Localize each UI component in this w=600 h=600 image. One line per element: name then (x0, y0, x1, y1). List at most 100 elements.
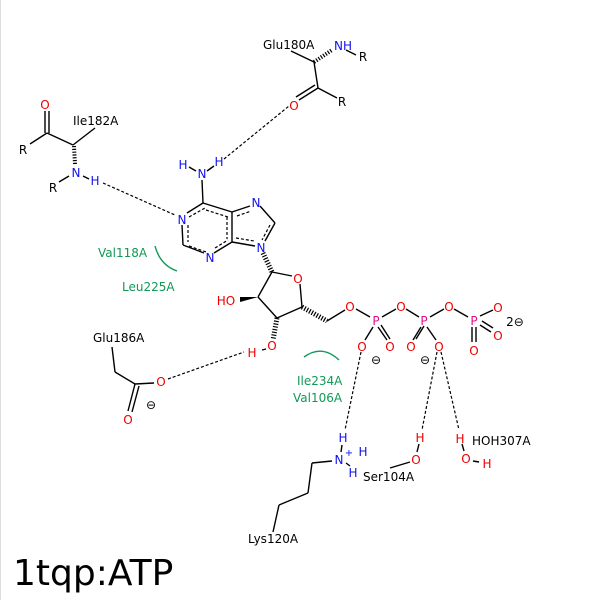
bond (205, 209, 229, 218)
atom-r: R (49, 181, 57, 195)
bond (479, 324, 492, 333)
atom-h: H (482, 457, 491, 471)
atom-r: R (338, 95, 346, 109)
bond (58, 175, 70, 183)
bond (235, 237, 255, 242)
hydrophobic-label-ile234: Ile234A (297, 374, 343, 388)
hbond-lys120-pa (344, 351, 362, 431)
atom-nz: N (335, 453, 344, 467)
bond (326, 309, 346, 322)
bond (188, 207, 206, 218)
hbond-n6-glu180 (223, 105, 290, 160)
atom-o: O (434, 340, 443, 354)
residue-label-ser104: Ser104A (363, 470, 415, 484)
atom-o: O (357, 340, 366, 354)
atom-n3: N (206, 251, 215, 265)
bond (461, 443, 465, 452)
bond (127, 383, 136, 412)
atom-nh: NH (334, 39, 352, 53)
bond (389, 461, 411, 469)
bond (202, 202, 233, 213)
bond (182, 244, 205, 254)
bond (214, 239, 229, 249)
atom-pg: P (470, 314, 477, 328)
hbond-glu186-o3 (167, 351, 245, 380)
atom-n7: N (252, 196, 261, 210)
atom-h: H (338, 431, 347, 445)
atom-o: O (123, 413, 132, 427)
atom-n: N (72, 166, 81, 180)
bond (111, 346, 116, 373)
bond (82, 175, 90, 180)
bond (472, 460, 480, 463)
atom-r: R (359, 50, 367, 64)
bond (201, 179, 204, 204)
bond (290, 50, 315, 63)
bond (298, 87, 319, 101)
bond (481, 320, 494, 329)
bond (236, 210, 252, 217)
hydrophobic-label-val106: Val106A (293, 391, 343, 405)
bond (188, 166, 197, 172)
atom-pa: P (372, 314, 379, 328)
hbond-hoh307-pb (440, 351, 460, 431)
bond (415, 325, 425, 340)
bond (181, 224, 184, 246)
bond (377, 326, 388, 341)
bond (72, 127, 96, 146)
hydrophobic-contact-arc-2 (303, 350, 340, 361)
atom-o3: O (267, 339, 276, 353)
atom-n9: N (257, 241, 266, 255)
hydrophobic-label-leu225: Leu225A (122, 280, 175, 294)
charge-2minus: 2⊖ (506, 315, 524, 329)
residue-label-glu186: Glu186A (93, 331, 145, 345)
residue-label-glu180: Glu180A (263, 38, 315, 52)
hydrogen-bonds (102, 105, 460, 431)
atom-pb: P (420, 314, 427, 328)
bond (429, 308, 445, 318)
bond (345, 462, 351, 467)
bond (412, 326, 422, 341)
bond (29, 132, 48, 145)
bond (213, 241, 233, 254)
bond (260, 251, 275, 274)
bond (261, 224, 271, 241)
bond (299, 283, 303, 308)
atom-h: H (358, 445, 367, 459)
atom-h: H (455, 432, 464, 446)
atom-o5: O (345, 300, 354, 314)
atom-o: O (156, 375, 165, 389)
atom-n6: N (198, 167, 207, 181)
bond (240, 297, 258, 302)
bond (276, 306, 303, 319)
atom-og: O (411, 453, 420, 467)
bond (257, 271, 273, 298)
bond (231, 205, 251, 213)
bond (259, 205, 276, 224)
bond (317, 87, 338, 99)
charge-minus: ⊖ (371, 353, 381, 367)
bond (131, 385, 140, 413)
bond (272, 504, 280, 533)
atom-o: O (385, 340, 394, 354)
atom-o: O (493, 301, 502, 315)
atom-o: O (444, 300, 453, 314)
bond (206, 165, 215, 172)
bond (188, 245, 207, 253)
atom-ho2: HO (217, 294, 235, 308)
atom-labels: NH R O R O R N R H N N H H N N N O HO O … (19, 39, 524, 480)
bond (453, 308, 469, 318)
atom-n1: N (178, 213, 187, 227)
bond (114, 371, 136, 385)
bond (381, 308, 397, 318)
bond (46, 132, 74, 146)
atom-o4: O (293, 272, 302, 286)
atom-h: H (90, 174, 99, 188)
hbond-ser104-pb (421, 351, 438, 431)
bond (270, 317, 280, 341)
bond (278, 492, 309, 506)
atom-o-water: O (461, 452, 470, 466)
atom-o: O (40, 98, 49, 112)
bond (345, 49, 357, 56)
